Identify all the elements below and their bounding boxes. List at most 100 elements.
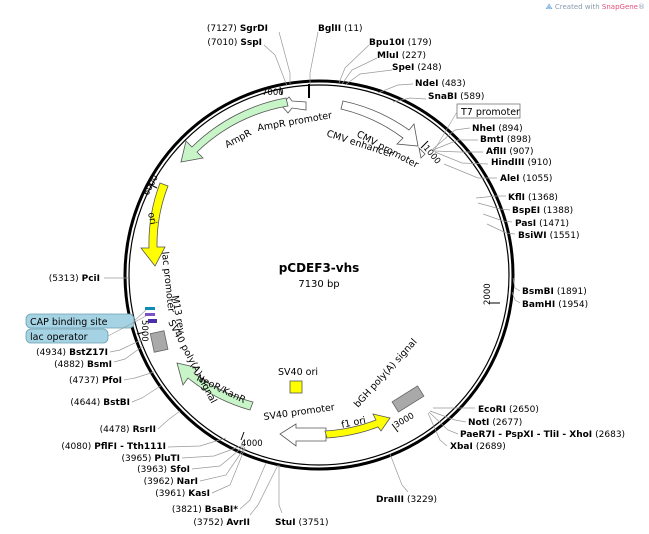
- site-ndei[interactable]: NdeI(483): [415, 79, 466, 89]
- cmv-promoter-tip: [418, 146, 426, 159]
- cmv-enhancer-promoter-arrow[interactable]: [340, 100, 419, 147]
- feature-labels: T7 promoter CMV promoter CMV enhancer Am…: [25, 103, 521, 431]
- connector-alei: [443, 163, 497, 179]
- ampr-promoter-arrow[interactable]: [280, 96, 307, 114]
- tick-6000: [148, 183, 158, 189]
- sv40-ori-box[interactable]: [289, 380, 303, 394]
- tick-1000: [420, 140, 429, 149]
- bgh-polya-box[interactable]: [391, 385, 425, 413]
- f1-ori-label: f1 ori: [340, 415, 367, 431]
- site-bmti[interactable]: BmtI(898): [480, 135, 531, 145]
- sv40-promoter-label: SV40 promoter: [263, 402, 336, 423]
- site-nari[interactable]: (3962)NarI: [144, 477, 198, 487]
- site-bamhi[interactable]: BamHI(1954): [522, 300, 588, 310]
- cap-site-mark: [145, 307, 155, 310]
- connector-bsmi: [113, 345, 144, 363]
- lac-operator-label: lac operator: [30, 332, 88, 343]
- connector-bpu10i: [338, 44, 370, 84]
- t7-promoter-label: T7 promoter: [460, 107, 520, 118]
- credit-brand: SnapGene: [601, 3, 638, 11]
- site-draiii[interactable]: DraIII(3229): [376, 495, 437, 505]
- ampr-label: AmpR: [223, 127, 254, 150]
- site-paer7i-pspxi-tlii-xhoi[interactable]: PaeR7I - PspXI - TliI - XhoI(2683): [460, 430, 625, 440]
- connector-draiii: [389, 453, 409, 493]
- connector-noti: [429, 410, 467, 423]
- connector-bsiwi: [486, 223, 516, 235]
- sv40-ori-label: SV40 ori: [278, 367, 318, 378]
- site-sgrdi[interactable]: (7127)SgrDI: [207, 24, 268, 34]
- site-bstbi[interactable]: (4644)BstBI: [70, 398, 130, 408]
- site-rsrii[interactable]: (4478)RsrII: [100, 425, 156, 435]
- snapgene-logo-icon: ⟁: [545, 2, 553, 11]
- site-bsmi[interactable]: (4882)BsmI: [54, 360, 112, 370]
- site-hindiii[interactable]: HindIII(910): [491, 158, 552, 168]
- site-bsmbi[interactable]: BsmBI(1891): [522, 287, 587, 297]
- site-pcii[interactable]: (5313)PciI: [49, 274, 100, 284]
- site-bpu10i[interactable]: Bpu10I(179): [369, 38, 432, 48]
- site-alei[interactable]: AleI(1055): [500, 174, 552, 184]
- tick-label-3000: 3000: [393, 411, 417, 430]
- f1-ori-arrow[interactable]: [324, 413, 391, 439]
- site-sspi[interactable]: (7010)SspI: [207, 38, 262, 48]
- t7-promoter-connector: [431, 111, 458, 155]
- connector-pluti: [181, 444, 245, 459]
- site-aflii[interactable]: AflII(907): [486, 147, 534, 157]
- site-avrii[interactable]: (3752)AvrII: [193, 518, 250, 528]
- site-sfoi[interactable]: (3963)SfoI: [137, 465, 190, 475]
- connector-bstz17i: [109, 339, 142, 353]
- ori-arrow[interactable]: [140, 182, 169, 267]
- tick-7000: [279, 86, 283, 96]
- site-spei[interactable]: SpeI(248): [392, 63, 442, 73]
- connector-bstbi: [131, 384, 163, 403]
- connector-kasi: [211, 447, 246, 494]
- site-mlui[interactable]: MluI(227): [377, 51, 426, 61]
- connector-kfli: [475, 195, 506, 199]
- site-pfoi[interactable]: (4737)PfoI: [69, 376, 122, 386]
- tick-label-7000: 7000: [262, 88, 284, 98]
- snapgene-credit: ⟁ Created with SnapGene®: [546, 2, 645, 12]
- site-pflfi-tth111i[interactable]: (4080)PflFI - Tth111I: [61, 442, 166, 452]
- site-kfli[interactable]: KflI(1368): [508, 193, 558, 203]
- neor-kanr-arrow[interactable]: [176, 362, 254, 411]
- connector-ndei: [377, 83, 414, 94]
- site-bstz17i[interactable]: (4934)BstZ17I: [36, 348, 108, 358]
- site-nhei[interactable]: NheI(894): [472, 124, 523, 134]
- site-kasi[interactable]: (3961)KasI: [155, 489, 210, 499]
- connector-paer7i: [428, 411, 459, 435]
- site-pasi[interactable]: PasI(1471): [515, 219, 569, 229]
- site-stui[interactable]: StuI(3751): [275, 518, 328, 528]
- features: [140, 96, 426, 447]
- connector-pasi: [482, 213, 513, 223]
- connector-sgrdi: [278, 31, 291, 84]
- site-bsiwi[interactable]: BsiWI(1551): [518, 231, 580, 241]
- connector-hindiii: [434, 151, 489, 165]
- site-snabi[interactable]: SnaBI(589): [428, 92, 484, 102]
- restriction-sites: (7127)SgrDI BglII(11) (7010)SspI Bpu10I(…: [36, 24, 625, 528]
- tick-5000: [136, 331, 146, 335]
- connector-bglii: [309, 31, 319, 84]
- connector-nhei: [432, 127, 471, 150]
- sv40-polya-box[interactable]: [149, 330, 169, 353]
- connector-avrii: [249, 464, 279, 516]
- connector-pfoi: [123, 371, 155, 381]
- connector-spei: [344, 69, 393, 86]
- site-bspei[interactable]: BspEI(1388): [512, 206, 573, 216]
- connector-bspei: [477, 202, 511, 211]
- sv40-promoter-arrow[interactable]: [279, 423, 327, 447]
- site-xbai[interactable]: XbaI(2689): [450, 442, 506, 452]
- backbone-inner-ring: [128, 84, 510, 466]
- site-bglii[interactable]: BglII(11): [318, 24, 363, 34]
- connector-snabi: [392, 97, 427, 103]
- site-noti[interactable]: NotI(2677): [468, 418, 522, 428]
- connector-xbai: [427, 412, 448, 447]
- site-ecori[interactable]: EcoRI(2650): [478, 405, 539, 415]
- connector-stui: [278, 465, 283, 514]
- ampr-gene-arrow[interactable]: [180, 97, 289, 163]
- connector-bmti: [432, 139, 478, 151]
- site-bsabi[interactable]: (3821)BsaBI*: [172, 505, 238, 515]
- site-pluti[interactable]: (3965)PluTI: [121, 454, 180, 464]
- m13-rev-mark: [148, 319, 157, 323]
- credit-mark: ®: [638, 3, 645, 11]
- ampr-promoter-label: AmpR promoter: [257, 110, 333, 134]
